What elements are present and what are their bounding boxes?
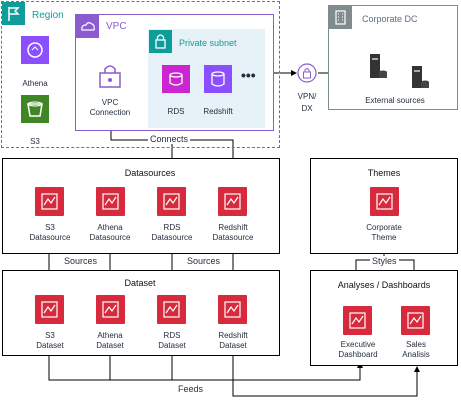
corporate-dc-label: Corporate DC — [362, 14, 418, 24]
athena-dataset-icon[interactable] — [96, 295, 125, 324]
building-icon — [329, 6, 352, 29]
s3-datasource-line1: S3 — [45, 223, 55, 232]
corporate-theme-icon[interactable] — [370, 187, 399, 216]
lock-icon — [149, 30, 172, 53]
styles-label: Styles — [370, 256, 399, 266]
private-subnet-label: Private subnet — [179, 38, 237, 48]
rds-dataset-line2: Dataset — [158, 341, 186, 350]
redshift-icon — [204, 65, 232, 93]
athena-datasource-line2: Datasource — [89, 233, 131, 242]
connects-label: Connects — [148, 134, 191, 144]
vpn-label-1: VPN/ — [297, 92, 317, 101]
vpc-label: VPC — [106, 21, 127, 32]
rds-icon — [162, 65, 190, 93]
s3-dataset-line2: Dataset — [36, 341, 64, 350]
corporate-theme-line2: Theme — [371, 233, 397, 242]
redshift-datasource-line2: Datasource — [212, 233, 254, 242]
region-group: Region — [1, 1, 280, 148]
executive-dashboard-icon[interactable] — [343, 306, 372, 335]
athena-label: Athena — [22, 79, 48, 88]
vpn-lock-icon — [297, 63, 317, 83]
athena-dataset-line1: Athena — [97, 331, 123, 340]
executive-dashboard-line1: Executive — [340, 340, 376, 349]
s3-datasource-icon[interactable] — [35, 187, 64, 216]
sources-right-label: Sources — [185, 256, 223, 266]
vpc-connection-label-1: VPC — [101, 98, 119, 107]
redshift-label: Redshift — [203, 107, 233, 116]
athena-icon — [21, 36, 49, 64]
redshift-datasource-line1: Redshift — [218, 223, 248, 232]
rds-datasource-line2: Datasource — [151, 233, 193, 242]
corporate-dc-group: Corporate DC — [328, 5, 458, 110]
themes-title: Themes — [367, 168, 401, 178]
athena-datasource-icon[interactable] — [96, 187, 125, 216]
sales-analysis-line2: Analisis — [402, 350, 430, 359]
analyses-title: Analyses / Dashboards — [337, 280, 431, 290]
external-sources-label: External sources — [365, 96, 425, 105]
s3-datasource-line2: Datasource — [29, 233, 71, 242]
vpn-label-2: DX — [301, 104, 313, 113]
dataset-title: Dataset — [124, 278, 156, 288]
region-label: Region — [32, 10, 64, 21]
server-icon-1 — [368, 52, 388, 80]
feeds-label: Feeds — [176, 384, 206, 394]
rds-dataset-icon[interactable] — [157, 295, 186, 324]
executive-dashboard-line2: Dashboard — [338, 350, 378, 359]
s3-icon — [21, 95, 49, 123]
corporate-theme-line1: Corporate — [366, 223, 402, 232]
sales-analysis-icon[interactable] — [401, 306, 430, 335]
vpc-connection-label-2: Connection — [89, 108, 131, 117]
s3-dataset-line1: S3 — [45, 331, 55, 340]
athena-dataset-line2: Dataset — [96, 341, 124, 350]
redshift-dataset-icon[interactable] — [218, 295, 247, 324]
feeds-line-exec — [48, 356, 363, 381]
rds-label: RDS — [167, 107, 185, 116]
region-flag-icon — [2, 2, 25, 25]
vpc-connection-icon — [96, 63, 124, 91]
rds-datasource-line1: RDS — [163, 223, 181, 232]
redshift-datasource-icon[interactable] — [218, 187, 247, 216]
redshift-dataset-line1: Redshift — [218, 331, 248, 340]
redshift-dataset-line2: Dataset — [219, 341, 247, 350]
datasources-title: Datasources — [124, 168, 176, 178]
s3-dataset-icon[interactable] — [35, 295, 64, 324]
rds-datasource-icon[interactable] — [157, 187, 186, 216]
s3-label: S3 — [30, 137, 40, 146]
server-icon-2 — [410, 64, 430, 90]
athena-datasource-line1: Athena — [97, 223, 123, 232]
analyses-group — [310, 270, 458, 366]
rds-dataset-line1: RDS — [163, 331, 181, 340]
sales-analysis-line1: Sales — [405, 340, 426, 349]
sources-left-label: Sources — [62, 256, 100, 266]
feeds-line-redshift — [232, 356, 420, 397]
vpc-cloud-icon — [76, 15, 99, 38]
more-services-ellipsis: ••• — [241, 67, 256, 83]
